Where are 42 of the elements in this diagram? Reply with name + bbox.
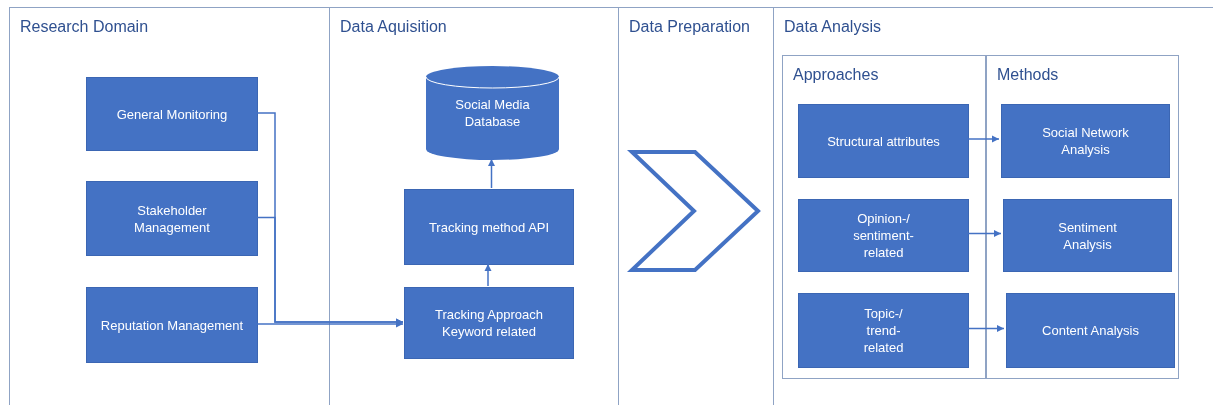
lane-title: Research Domain <box>20 18 149 36</box>
process-box <box>86 77 258 151</box>
arrow <box>966 230 1002 237</box>
process-box <box>798 199 969 272</box>
process-box <box>1003 199 1172 272</box>
arrow <box>256 320 404 328</box>
lane-title: Data Preparation <box>629 18 750 36</box>
process-box <box>1006 293 1175 368</box>
process-box <box>1001 104 1170 178</box>
arrow <box>488 158 495 189</box>
lane-title: Data Analysis <box>784 18 881 36</box>
arrow <box>484 263 492 287</box>
swimlane <box>773 7 1213 405</box>
swimlane <box>329 7 618 405</box>
group-panel <box>986 55 1179 379</box>
box-label: Social Media Database <box>454 96 531 130</box>
box-label: Content Analysis <box>1041 322 1140 339</box>
swimlane <box>618 7 773 405</box>
process-box <box>86 287 258 363</box>
group-panel <box>782 55 986 379</box>
arrow <box>966 135 1000 143</box>
box-label: General Monitoring <box>115 105 229 123</box>
lane-title: Data Aquisition <box>340 18 447 36</box>
box-label: Reputation Management <box>99 316 245 334</box>
process-box <box>798 104 969 178</box>
process-box <box>86 181 258 256</box>
process-box <box>404 287 574 359</box>
arrow <box>966 325 1005 332</box>
lane-title: Methods <box>997 66 1059 84</box>
box-label: Tracking method API <box>427 218 551 236</box>
box-label: Structural attributes <box>826 132 941 150</box>
arrow <box>256 216 404 326</box>
box-label: Opinion-/ sentiment- related <box>852 210 915 261</box>
box-label: Tracking Approach Keyword related <box>434 306 544 340</box>
process-box <box>404 189 574 265</box>
box-label: Topic-/ trend- related <box>862 305 905 356</box>
box-label: Stakeholder Management <box>133 201 211 236</box>
lane-title: Approaches <box>793 66 879 84</box>
box-label: Social Network Analysis <box>1041 124 1130 158</box>
swimlane <box>9 7 329 405</box>
process-box <box>798 293 969 368</box>
box-label: Sentiment Analysis <box>1057 218 1118 253</box>
